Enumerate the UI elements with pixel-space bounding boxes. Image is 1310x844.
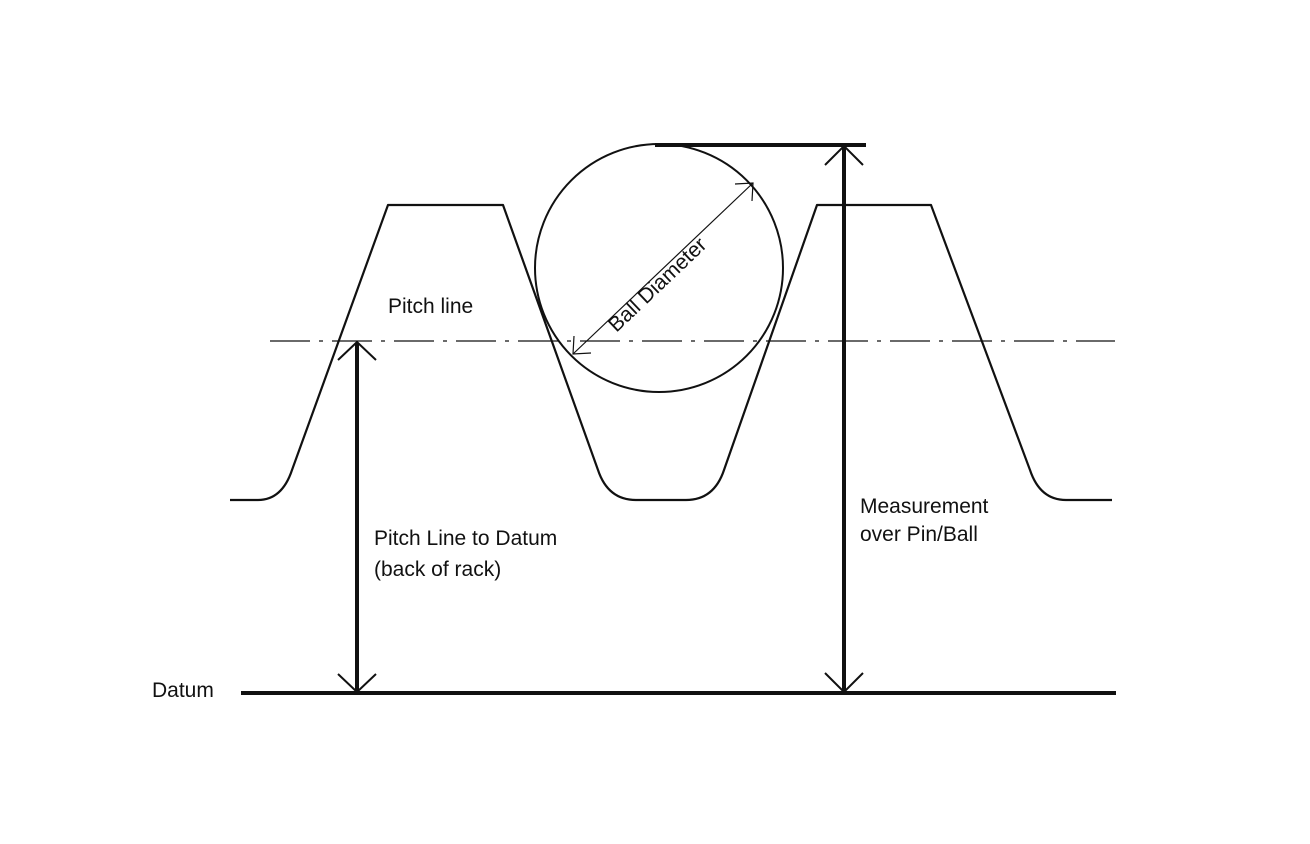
measurement-label-line2: over Pin/Ball bbox=[860, 523, 978, 546]
pitch-to-datum-arrowhead-bottom bbox=[337, 673, 377, 694]
ball-diameter-arrowhead-lower bbox=[572, 335, 592, 355]
measurement-arrowhead-bottom bbox=[824, 672, 864, 694]
pitch-to-datum-arrowhead-top bbox=[337, 340, 377, 361]
measurement-label-line1: Measurement bbox=[860, 495, 989, 518]
pitch-to-datum-label-line1: Pitch Line to Datum bbox=[374, 527, 558, 550]
ball-diameter-arrowhead-upper bbox=[734, 182, 754, 202]
datum-label: Datum bbox=[152, 679, 214, 702]
ball-diameter-dimension-line bbox=[572, 182, 754, 355]
measurement-arrowhead-top bbox=[824, 144, 864, 166]
pitch-to-datum-label-line2: (back of rack) bbox=[374, 558, 502, 581]
pitch-line-label: Pitch line bbox=[388, 295, 474, 318]
rack-tooth-profile bbox=[230, 203, 1112, 502]
